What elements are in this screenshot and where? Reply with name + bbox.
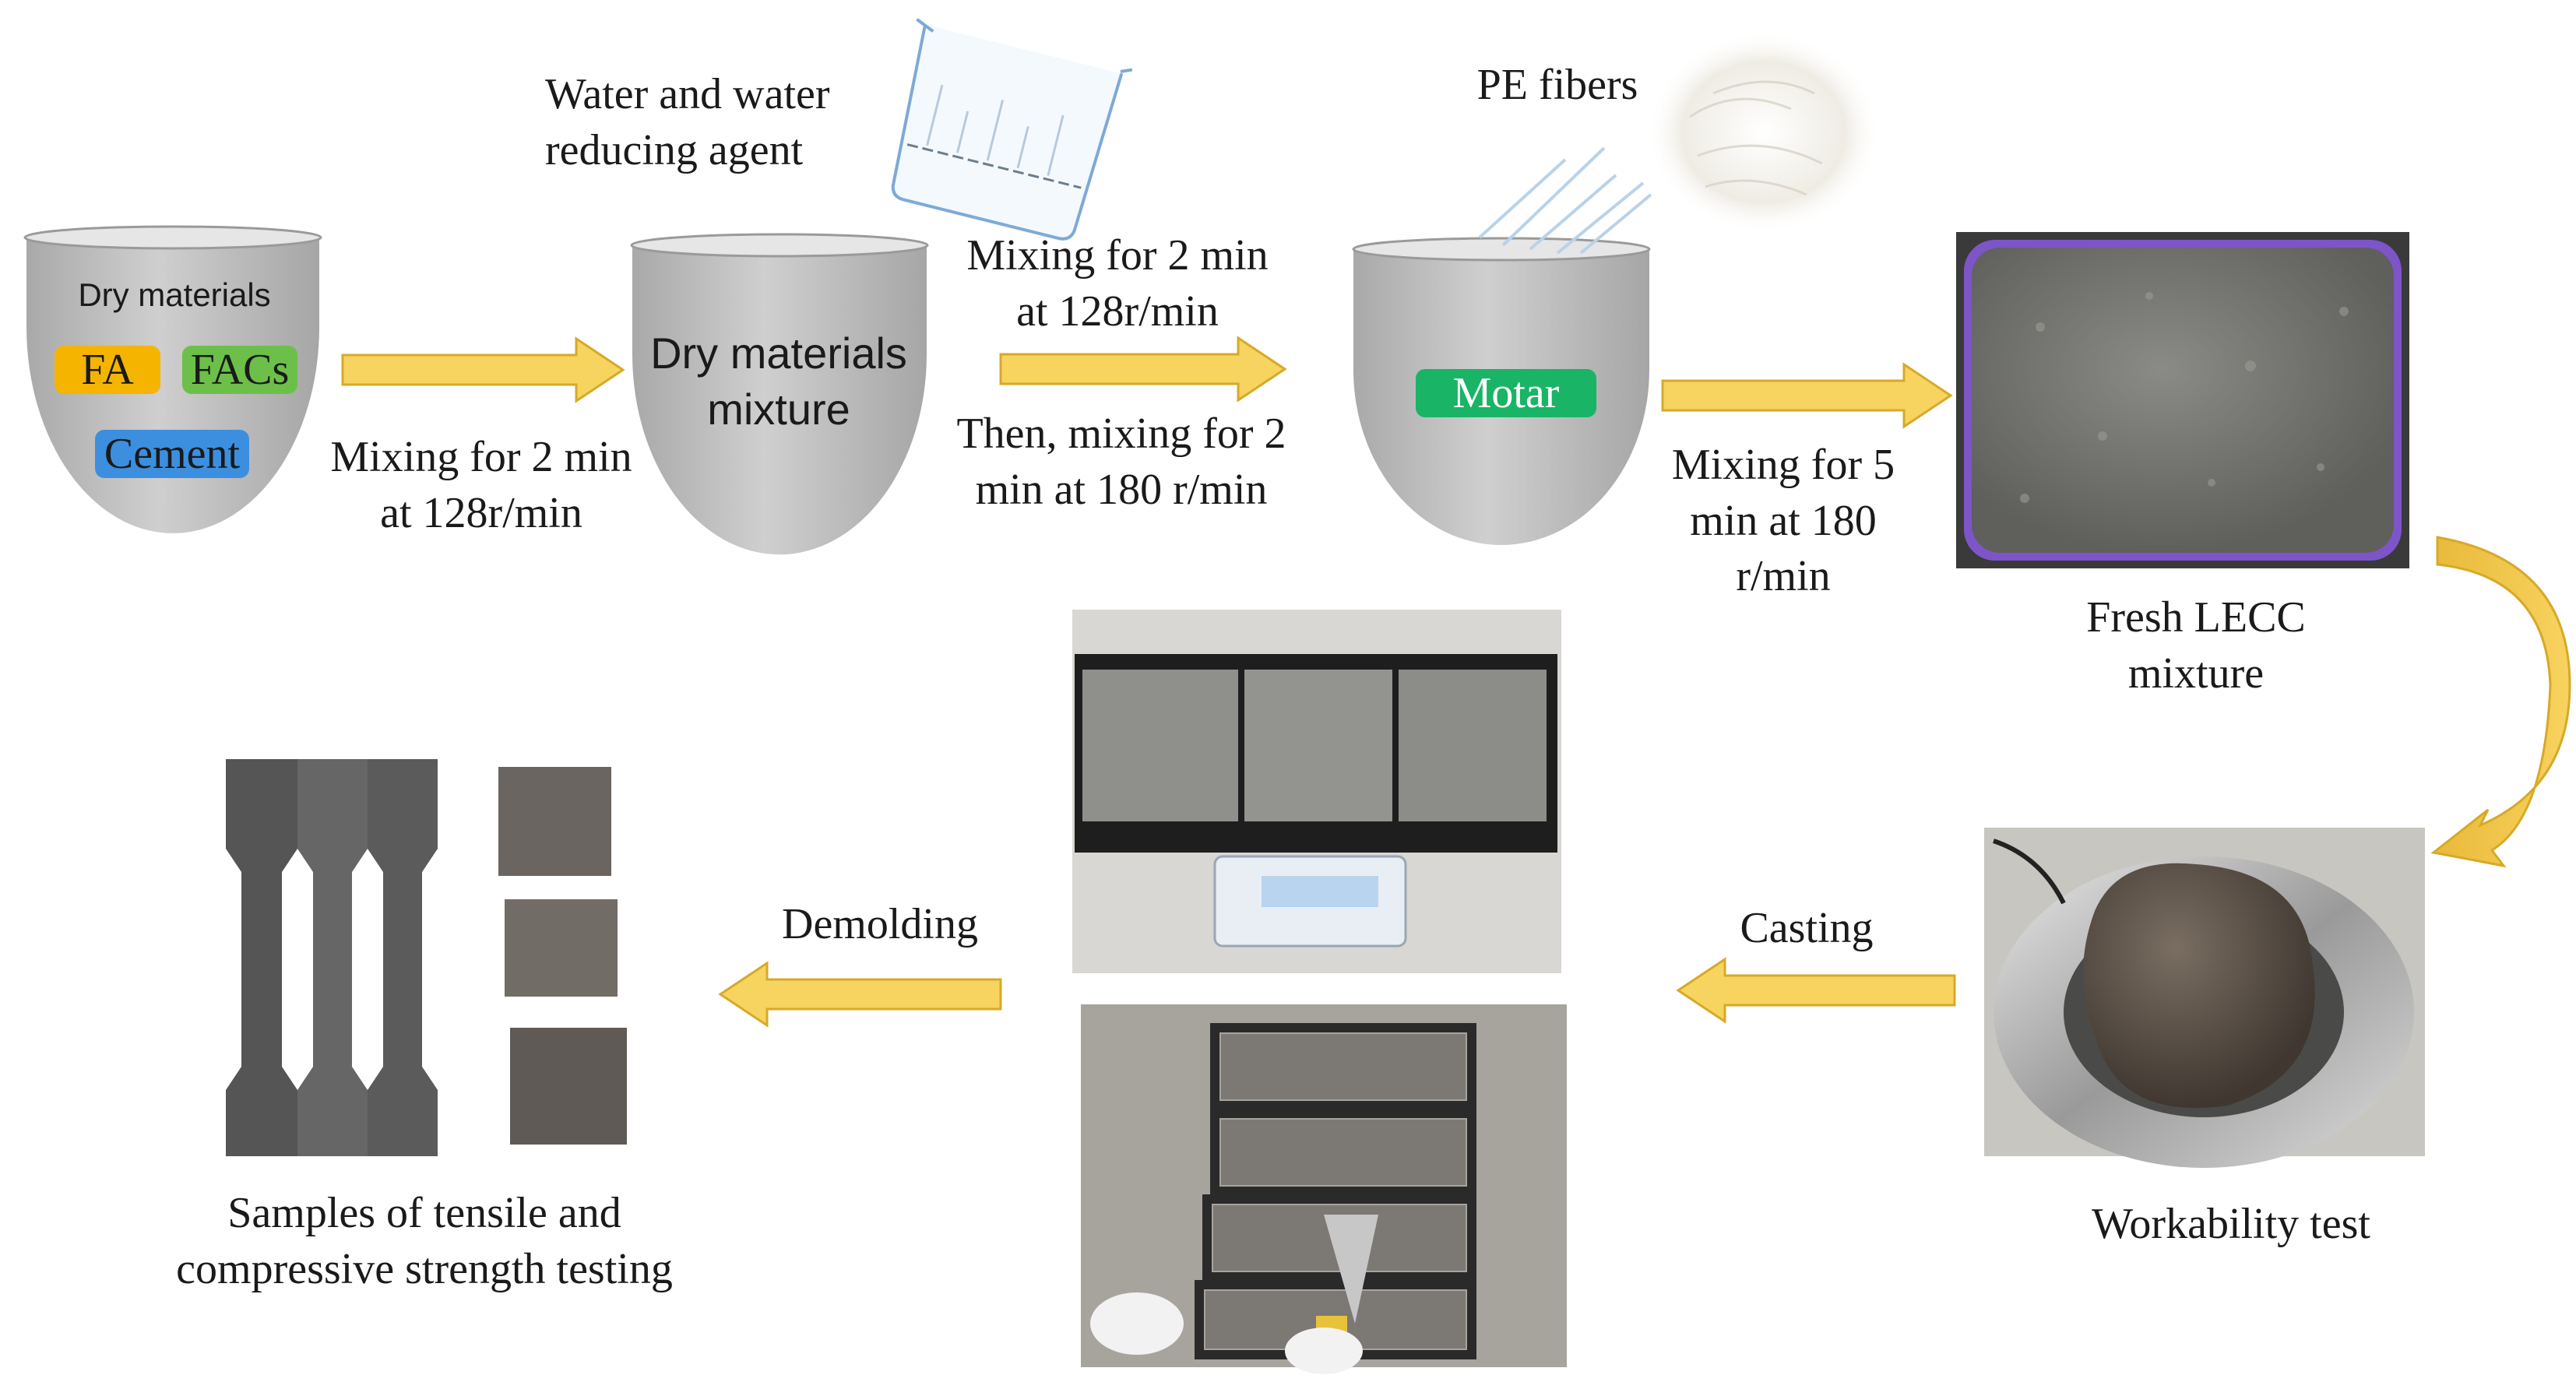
compressive-cubes-photo <box>498 767 627 1145</box>
bowl-label: Dry materials <box>78 276 271 313</box>
process-arrow-icon <box>1661 362 1953 429</box>
arrow-label-3: Mixing for 5 min at 180 r/min <box>1671 441 1895 601</box>
process-arrow-icon <box>341 336 625 403</box>
motar-chip: Motar <box>1416 369 1596 417</box>
casting-label: Casting <box>1740 904 1874 952</box>
fiber-ball-icon <box>1647 31 1881 234</box>
arrow-label-2-top: Mixing for 2 min at 128r/min <box>966 231 1269 336</box>
additive-label: Water and water reducing agent <box>545 70 830 174</box>
fresh-mixture-photo <box>1956 232 2409 568</box>
facs-chip: FACs <box>182 346 297 394</box>
cement-chip: Cement <box>95 430 249 478</box>
process-arrow-icon <box>1676 957 1956 1024</box>
arrow-label-2-bottom: Then, mixing for 2 min at 180 r/min <box>956 410 1286 514</box>
workability-label: Workability test <box>2092 1200 2370 1248</box>
casting-photo-top <box>1072 610 1561 973</box>
beaker-icon <box>891 18 1133 241</box>
falling-fibers-icon <box>1478 146 1652 255</box>
arrow-label-1: Mixing for 2 min at 128r/min <box>330 433 632 537</box>
fresh-mixture-label: Fresh LECC mixture <box>2086 593 2306 698</box>
bowl-label: Dry materials mixture <box>650 329 907 434</box>
casting-photo-bottom <box>1081 1004 1567 1374</box>
process-arrow-icon <box>718 961 1002 1028</box>
mixing-bowl-icon <box>630 233 929 555</box>
fibers-label: PE fibers <box>1476 61 1638 109</box>
demolding-label: Demolding <box>782 900 978 948</box>
fa-chip: FA <box>55 346 160 394</box>
workability-test-photo <box>1984 828 2425 1168</box>
process-arrow-icon <box>999 336 1287 403</box>
curved-arrow-icon <box>2430 536 2571 868</box>
tensile-samples-photo <box>226 759 438 1156</box>
samples-label: Samples of tensile and compressive stren… <box>176 1189 673 1293</box>
